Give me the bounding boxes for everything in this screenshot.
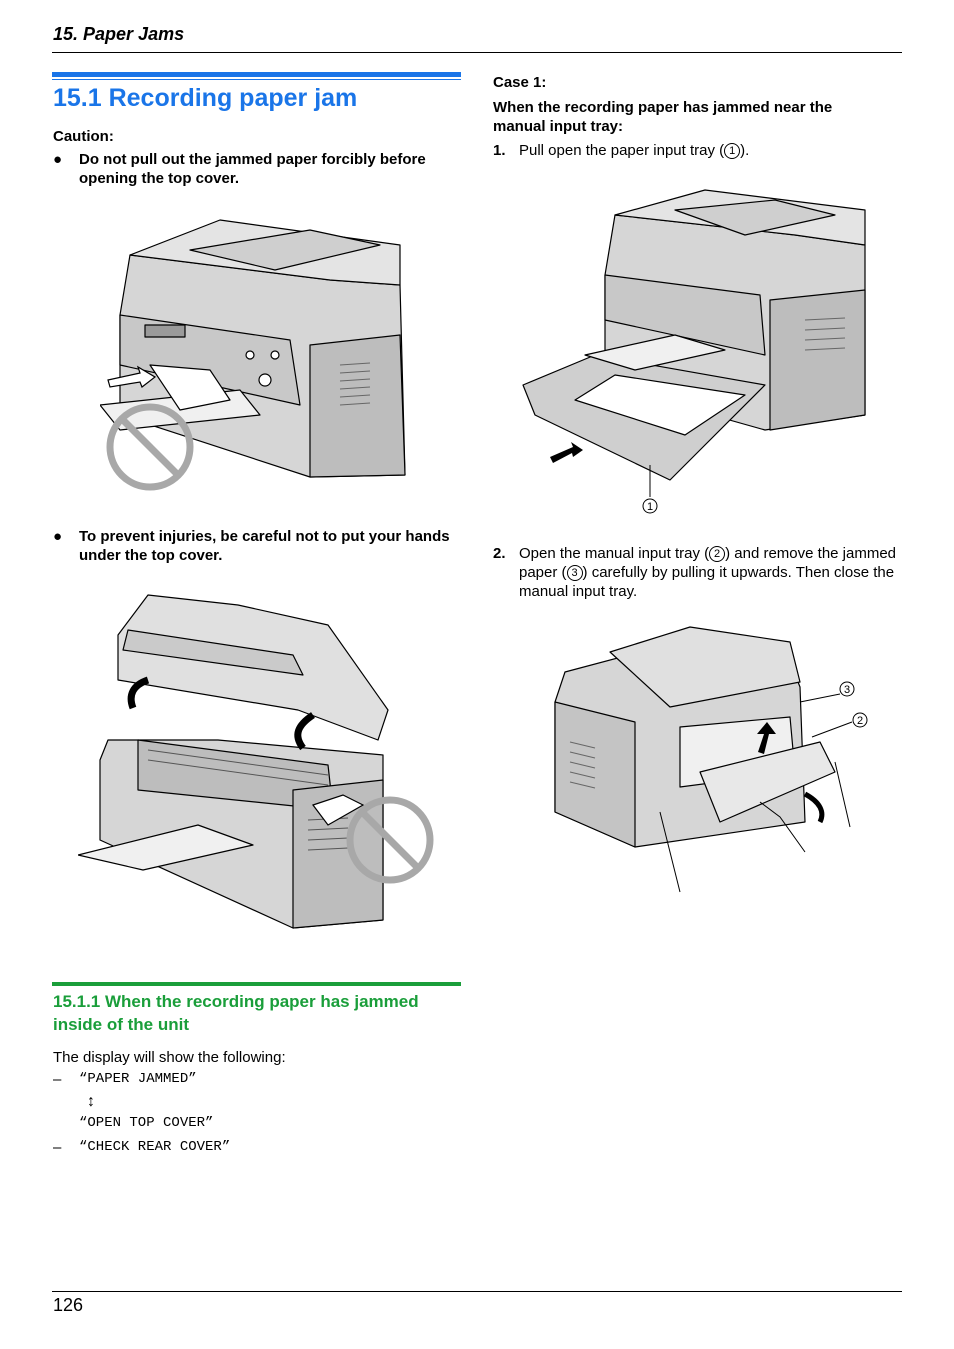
display-message-open-top-cover: “OPEN TOP COVER” [79, 1115, 214, 1131]
step-1: 1. Pull open the paper input tray (1). [493, 141, 903, 163]
illustration-pull-paper-tray: 1 [522, 189, 866, 514]
caution-text-1: Do not pull out the jammed paper forcibl… [79, 151, 426, 187]
step-2-text-b: ) and remove the jammed paper ( [519, 545, 897, 581]
callout-2-label: 2 [857, 715, 863, 727]
step-2-number: 2. [493, 545, 506, 562]
callout-1-icon: 1 [724, 143, 741, 159]
step-2: 2. Open the manual input tray (2) and re… [493, 544, 903, 606]
caution-label: Caution: [53, 128, 114, 145]
illustration-top-cover-open [78, 594, 434, 929]
dash-1: – [53, 1071, 62, 1088]
section-heading: 15.1 Recording paper jam [53, 84, 358, 112]
callout-3-label: 3 [844, 684, 850, 696]
step-2-text-a: Open the manual input tray ( [519, 545, 710, 562]
illustration-no-pull-paper [100, 219, 406, 491]
callout-3-icon: 3 [566, 565, 583, 581]
page-number: 126 [53, 1295, 84, 1315]
header-divider [52, 52, 902, 53]
running-header: 15. Paper Jams [53, 24, 185, 44]
alternate-arrow-icon: ↕ [87, 1093, 95, 1110]
step-2-text-c: ) carefully by pulling it upwards. Then … [519, 564, 895, 600]
caution-bullet-2: ● To prevent injuries, be careful not to… [53, 527, 473, 567]
display-intro: The display will show the following: [53, 1049, 286, 1066]
subsection-heading: 15.1.1 When the recording paper has jamm… [53, 992, 419, 1034]
step-1-number: 1. [493, 142, 506, 159]
display-message-paper-jammed: “PAPER JAMMED” [79, 1071, 197, 1087]
step-1-text: Pull open the paper input tray ( [519, 142, 725, 159]
footer-divider [52, 1291, 902, 1292]
display-message-check-rear-cover: “CHECK REAR COVER” [79, 1139, 231, 1155]
caution-text-2: To prevent injuries, be careful not to p… [79, 528, 450, 564]
heading-bar [52, 72, 461, 77]
step-1-text-end: ). [740, 142, 750, 159]
callout-2-icon: 2 [709, 546, 726, 562]
case-label: Case 1: [493, 74, 547, 91]
subsection-heading-bar [52, 982, 461, 986]
case-condition: When the recording paper has jammed near… [493, 99, 833, 135]
callout-1-label: 1 [647, 501, 653, 513]
illustration-rear-manual-tray: 3 2 [554, 626, 868, 893]
heading-bar-thin [52, 79, 461, 80]
caution-bullet-1: ● Do not pull out the jammed paper forci… [53, 150, 473, 190]
dash-2: – [53, 1139, 62, 1156]
